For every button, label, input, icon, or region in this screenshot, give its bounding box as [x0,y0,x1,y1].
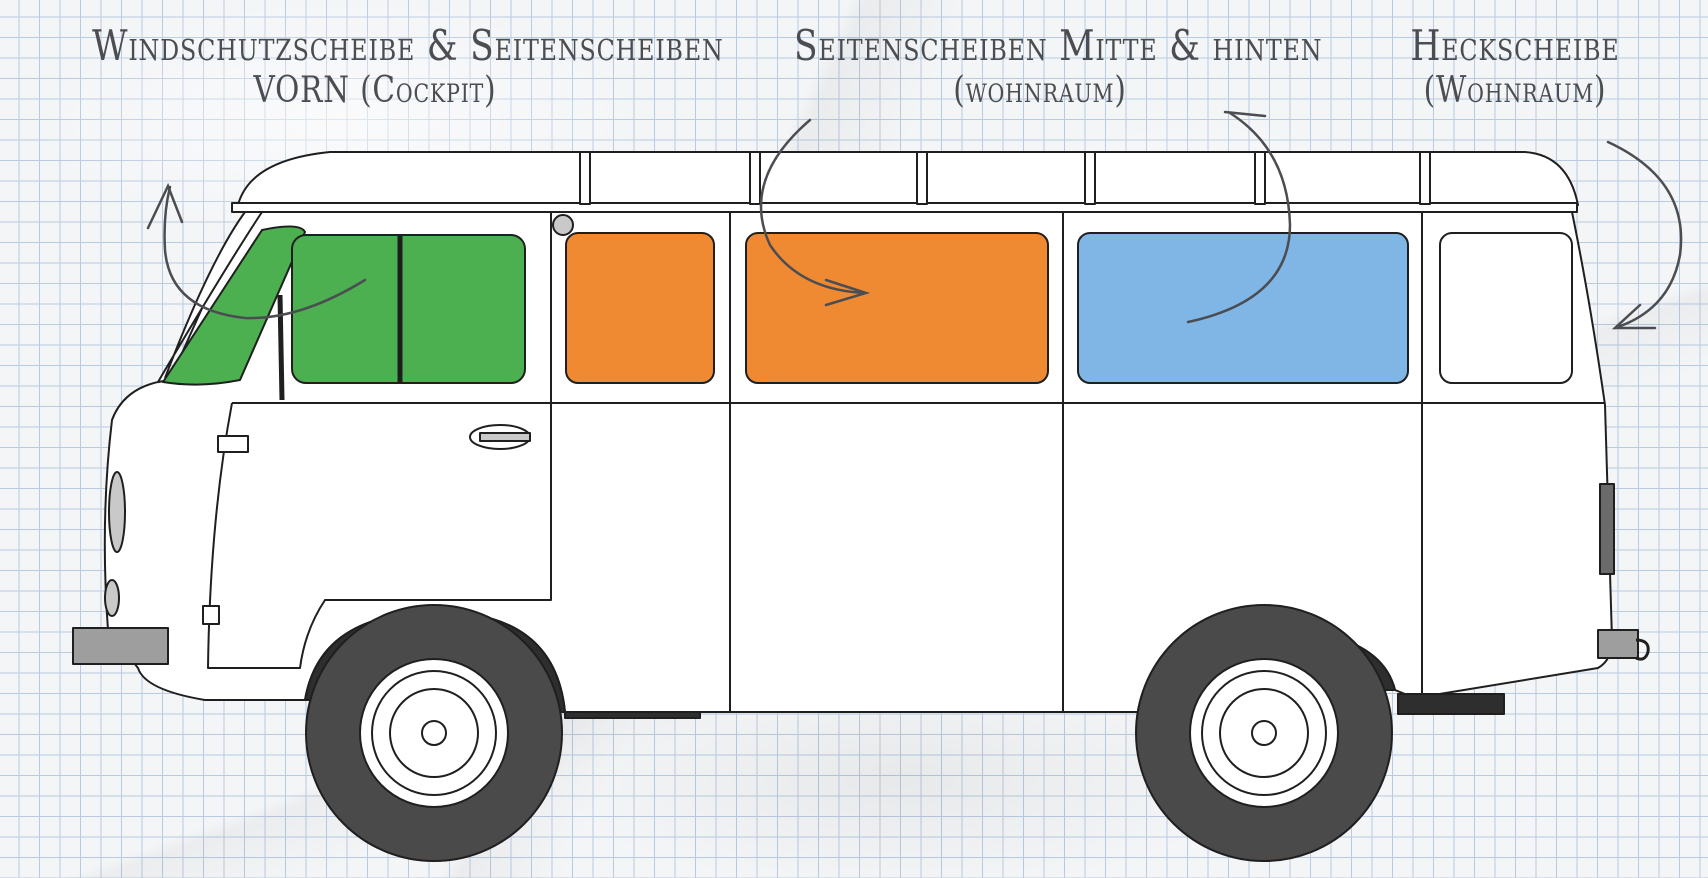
label-front-windows: Windschutzscheibe & Seitenscheiben VORN … [30,21,724,112]
window-middle-1 [565,232,715,384]
rear-light-icon [1599,483,1615,575]
front-bumper-icon [72,627,169,665]
label-rear-line1: Heckscheibe [1410,21,1620,70]
cab-front-panel [157,211,263,383]
roof-rack-posts [579,151,1431,205]
indicator-icon [104,579,120,617]
label-middle-line2: (wohnraum) [953,70,1127,112]
label-middle-windows: Seitenscheiben Mitte & hinten (wohnraum) [740,21,1340,112]
arrow-front [163,185,367,320]
headlight-icon [108,471,126,553]
roof-rack-rail [231,202,1578,213]
arrow-rear [1606,140,1683,330]
label-rear-window: Heckscheibe (Wohnraum) [1385,21,1645,112]
lower-marker-icon [202,605,220,625]
side-marker-icon [217,435,249,453]
window-rear-quarter [1439,232,1573,384]
rear-bumper-icon [1597,629,1639,659]
front-door [207,402,552,669]
rear-wheel-icon [1135,604,1393,862]
van-roof [237,151,1579,206]
tow-hook-icon [1635,638,1650,661]
front-skirt-dark [564,711,701,719]
arrow-middle [759,118,867,295]
label-middle-line1: Seitenscheiben Mitte & hinten [794,21,1323,70]
label-front-line1: Windschutzscheibe & Seitenscheiben [92,21,724,70]
window-rear-side [1077,232,1409,384]
fuel-cap-icon [552,214,574,236]
mirror-stalk [277,294,285,401]
front-wheel-icon [305,604,563,862]
window-middle-2 [745,232,1049,384]
window-windshield [162,225,306,386]
arrow-rear-side [1186,111,1292,324]
window-front-side [291,234,526,384]
label-rear-line2: (Wohnraum) [1423,70,1607,112]
label-front-line2: VORN (Cockpit) [253,70,497,112]
rear-step [1397,693,1505,715]
